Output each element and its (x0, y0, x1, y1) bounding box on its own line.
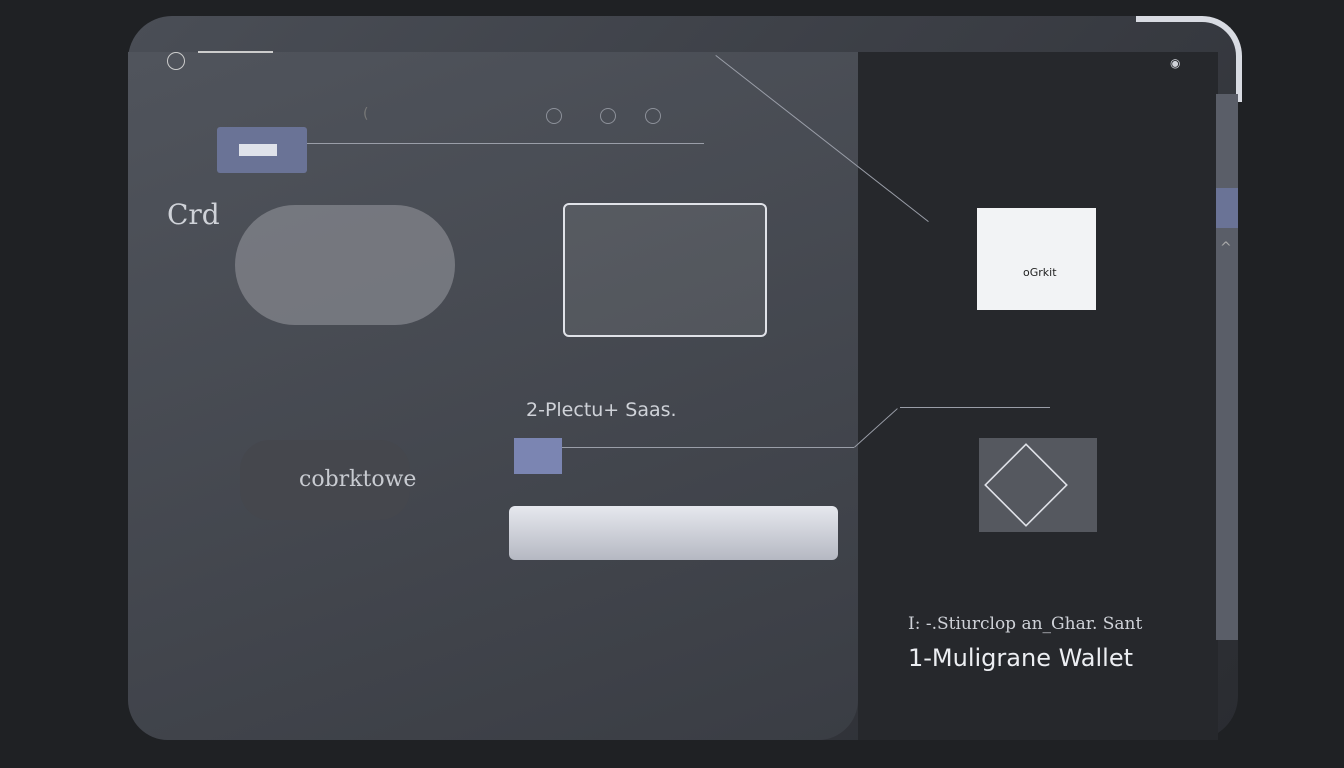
cloud-icon (235, 205, 455, 325)
qr-label: oGrkit (1023, 266, 1057, 279)
section-heading: Crd (167, 198, 220, 231)
bracket-icon[interactable]: ( (363, 106, 369, 122)
step-label: 2-Plectu+ Saas. (526, 399, 677, 421)
cube-icon (979, 438, 1097, 532)
wallet-subtitle: I: -.Stiurclop an_Ghar. Sant (908, 614, 1143, 634)
arrow-line (900, 407, 1050, 408)
cloud-label: cobrktowe (299, 467, 417, 492)
eye-icon[interactable]: ◉ (1170, 56, 1181, 70)
scrollbar[interactable] (1216, 94, 1238, 640)
chart-button[interactable] (217, 127, 307, 173)
settings-icon[interactable] (167, 52, 185, 70)
circle-icon[interactable] (645, 108, 661, 124)
wallet-title: 1-Muligrane Wallet (908, 644, 1134, 672)
step-button[interactable] (514, 438, 562, 474)
window-frame-corner (1136, 16, 1242, 102)
timer-icon[interactable] (600, 108, 616, 124)
connector-line (307, 143, 704, 144)
chevron-up-icon[interactable]: ^ (1220, 240, 1232, 256)
step-line (562, 447, 854, 448)
right-column (858, 52, 1218, 740)
scrollbar-thumb[interactable] (1216, 188, 1238, 228)
cloud-shadow (240, 440, 410, 520)
lock-icon[interactable] (546, 108, 562, 124)
wallet-card-icon (563, 203, 767, 337)
title-bar-line (198, 51, 273, 53)
qr-card[interactable]: oGrkit (977, 208, 1096, 310)
chart-icon (239, 144, 277, 156)
input-field[interactable] (509, 506, 838, 560)
